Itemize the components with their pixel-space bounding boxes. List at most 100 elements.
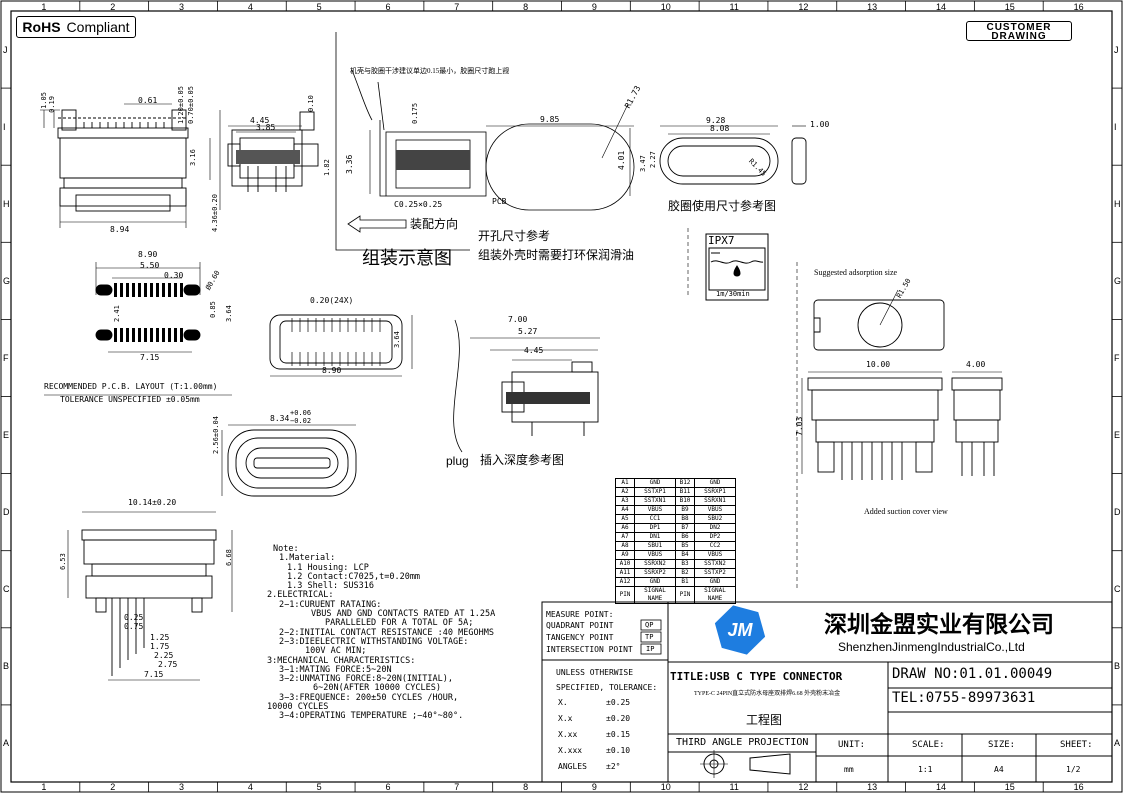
unless-label: UNLESS OTHERWISE: [556, 668, 634, 677]
gasket-ref: 胶圈使用尺寸参考图: [668, 199, 777, 213]
note-line: PARALLELED FOR A TOTAL OF 5A;: [325, 618, 474, 629]
sheet-value: 1/2: [1066, 765, 1081, 774]
dim-653: 6.53: [59, 553, 67, 570]
suggested-label: Suggested adsorption size: [814, 268, 898, 277]
pin-cell: A4: [615, 505, 635, 515]
dim-715a: 7.15: [140, 353, 160, 362]
note-line: 1.1 Housing: LCP: [287, 562, 369, 573]
zone-row-E-right: E: [1114, 430, 1121, 441]
projection-label: THIRD ANGLE PROJECTION: [676, 737, 809, 748]
pin-cell: GND: [634, 577, 676, 587]
dim-715b: 7.15: [144, 670, 164, 679]
unit-value: mm: [844, 765, 854, 774]
pin-cell: SSTXP1: [634, 487, 676, 497]
pin-cell: B1: [675, 577, 695, 587]
drawing-cn: 工程图: [746, 713, 783, 727]
dim-125: 1.25: [150, 633, 170, 642]
zone-row-A-right: A: [1114, 738, 1121, 749]
tel-text: TEL:0755-89973631: [892, 690, 1036, 706]
zone-col-4-bottom: 4: [247, 782, 253, 792]
pin-cell: VBUS: [694, 550, 736, 560]
tol-value: ±0.20: [606, 714, 631, 723]
dim-700: 7.00: [508, 315, 528, 324]
dim-075: 0.75: [124, 622, 144, 631]
pcb-layout-view: [44, 262, 232, 396]
zone-row-C-right: C: [1114, 584, 1121, 595]
dim-928: 9.28: [706, 116, 726, 125]
tol-value: ±0.10: [606, 746, 631, 755]
dim-834-minus: −0.02: [290, 417, 312, 425]
pin-cell: DN2: [694, 523, 736, 533]
zone-col-14-top: 14: [935, 2, 946, 12]
dim-085: 0.85: [209, 301, 217, 318]
zone-col-4-top: 4: [247, 2, 253, 12]
zone-col-10-bottom: 10: [660, 782, 671, 792]
suction-cover-view: [813, 289, 945, 351]
zone-row-B-left: B: [3, 661, 10, 672]
pin-cell: B5: [675, 541, 695, 551]
pin-cell: SSRXN2: [634, 559, 676, 569]
zone-col-8-bottom: 8: [523, 782, 529, 792]
rohs-text: Compliant: [66, 19, 130, 35]
pin-cell: CC2: [694, 541, 736, 551]
dim-019: 0.19: [47, 96, 56, 113]
pin-cell: SIGNAL NAME: [694, 586, 736, 604]
pin-cell: PIN: [615, 586, 635, 604]
note-line: 2−1:CURUENT RATAING:: [279, 599, 382, 610]
tangency-code: TP: [645, 633, 654, 641]
tol-value: ±2°: [606, 762, 621, 771]
pin-cell: B7: [675, 523, 695, 533]
dim-336: 3.36: [345, 154, 354, 174]
zone-col-15-bottom: 15: [1004, 782, 1015, 792]
pcb-layout-caption: RECOMMENDED P.C.B. LAYOUT (T:1.00mm): [44, 382, 218, 391]
pin-cell: SSRXN1: [694, 496, 736, 506]
tangency-label: TANGENCY POINT: [546, 633, 614, 642]
zone-col-7-bottom: 7: [454, 782, 460, 792]
dim-401: 4.01: [617, 150, 626, 170]
note-line: Note:: [273, 544, 299, 554]
tol-value: ±0.15: [606, 730, 631, 739]
side-view-connector: [209, 110, 319, 210]
zone-row-I-right: I: [1114, 121, 1117, 132]
zone-col-13-top: 13: [867, 2, 878, 12]
dim-436: 4.36±0.20: [211, 194, 219, 232]
note-line: 3−3:FREQUENCE: 200±50 CYCLES /HOUR,: [279, 692, 459, 703]
dim-445b: 4.45: [524, 346, 544, 355]
dim-025: 0.25: [124, 613, 144, 622]
tol-key: X.xx: [558, 730, 578, 739]
pin-cell: A1: [615, 478, 635, 488]
top-pin-view: [269, 314, 413, 377]
zone-col-16-bottom: 16: [1073, 782, 1084, 792]
pin-cell: VBUS: [634, 550, 676, 560]
dim-c025: C0.25×0.25: [394, 200, 443, 209]
zone-row-D-left: D: [3, 507, 10, 518]
dim-275: 2.75: [158, 660, 178, 669]
pin-cell: A11: [615, 568, 635, 578]
note-line: VBUS AND GND CONTACTS RATED AT 1.25A: [311, 609, 496, 620]
zone-row-F-right: F: [1114, 352, 1120, 363]
pin-cell: A12: [615, 577, 635, 587]
svg-text:JM: JM: [727, 620, 753, 640]
tolerance-caption: TOLERANCE UNSPECIFIED ±0.05mm: [60, 395, 200, 404]
pin-cell: SIGNAL NAME: [634, 586, 676, 604]
dim-400: 4.00: [966, 360, 986, 369]
dim-010: 0.10: [307, 95, 315, 112]
added-label: Added suction cover view: [864, 507, 948, 516]
zone-row-H-right: H: [1114, 198, 1121, 209]
dim-1014: 10.14±0.20: [128, 498, 177, 507]
tol-key: X.x: [558, 714, 573, 723]
dim-808: 8.08: [710, 124, 730, 133]
pin-cell: B3: [675, 559, 695, 569]
pin-cell: B10: [675, 496, 695, 506]
title-block-frame: [541, 601, 1113, 783]
pin-cell: DN1: [634, 532, 676, 542]
zone-col-7-top: 7: [454, 2, 460, 12]
dim-894: 8.94: [110, 225, 130, 234]
zone-col-16-top: 16: [1073, 2, 1084, 12]
